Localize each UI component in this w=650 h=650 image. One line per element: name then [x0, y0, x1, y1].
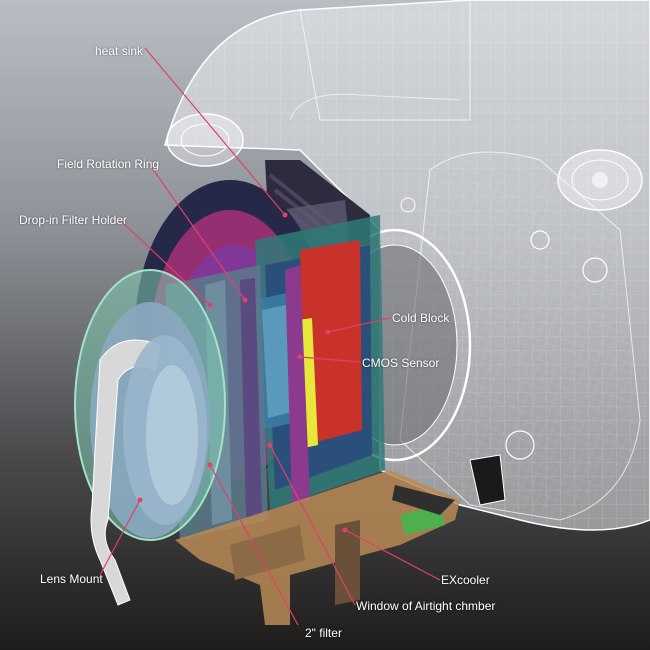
lens-mount-part — [74, 269, 226, 606]
label-field-rotation-ring: Field Rotation Ring — [57, 157, 160, 171]
body-cutaway-part — [255, 215, 385, 510]
leader-line-lens-mount — [99, 499, 141, 576]
label-2in-filter: 2" filter — [305, 626, 342, 640]
label-lens-mount: Lens Mount — [40, 572, 103, 586]
label-drop-in-filter-holder: Drop-in Filter Holder — [19, 213, 128, 227]
label-window-airtight-chamber: Window of Airtight chmber — [356, 599, 496, 613]
label-heat-sink: heat sink — [95, 44, 144, 58]
leader-line-drop-in-filter-holder — [119, 219, 211, 306]
leader-line-cmos-sensor — [299, 356, 361, 363]
leader-line-field-rotation-ring — [149, 164, 246, 301]
label-excooler: EXcooler — [441, 573, 490, 587]
leader-line-excooler — [344, 529, 441, 581]
label-cold-block: Cold Block — [392, 311, 450, 325]
excooler-part — [175, 470, 460, 625]
leader-line-cold-block — [327, 317, 391, 333]
mode-dial-icon — [557, 149, 643, 211]
control-dial-icon — [166, 113, 244, 167]
leader-lines — [99, 47, 441, 626]
leader-line-heat-sink — [144, 47, 286, 216]
leader-line-2in-filter — [209, 464, 299, 626]
leader-line-window — [269, 444, 356, 606]
label-cmos-sensor: CMOS Sensor — [362, 356, 440, 370]
